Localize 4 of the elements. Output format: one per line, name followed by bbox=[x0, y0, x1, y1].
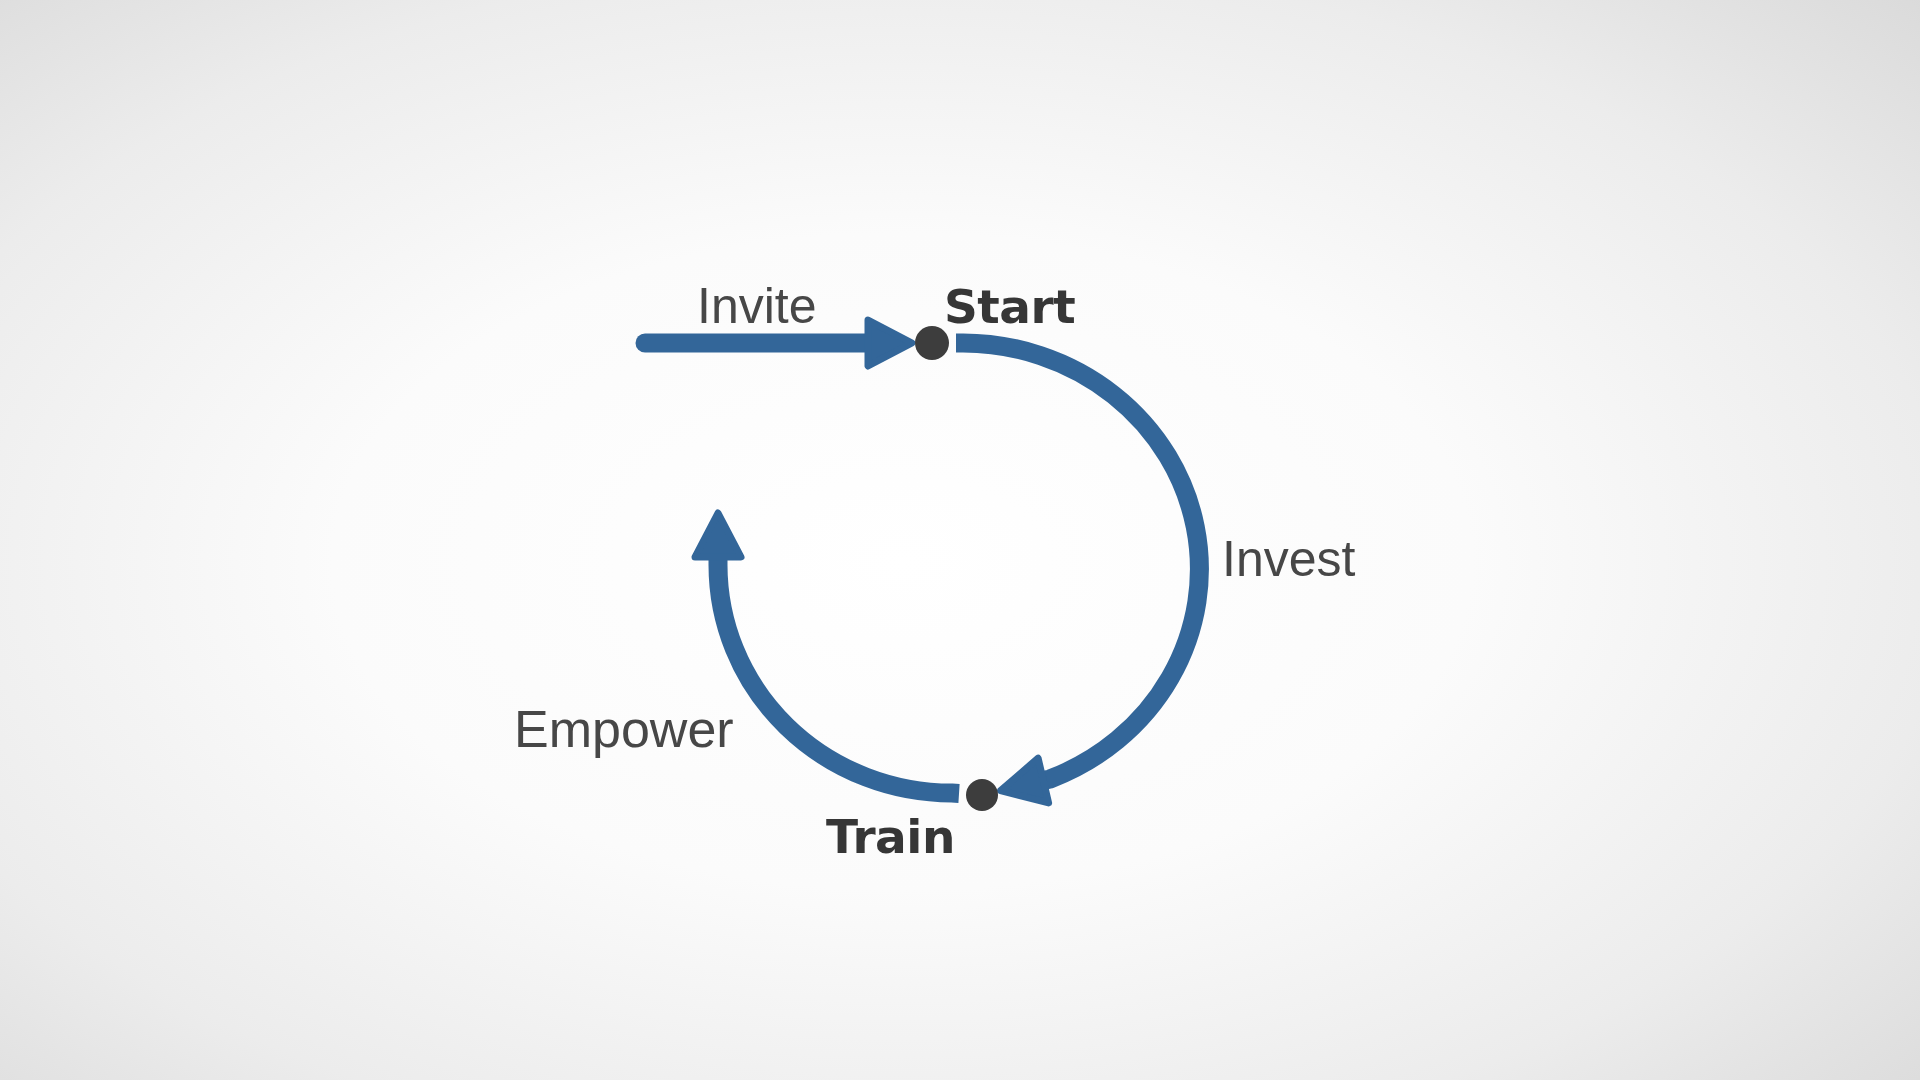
node-label: Start bbox=[944, 283, 1076, 330]
edge-label: Invite bbox=[697, 281, 817, 331]
edge-label: Invest bbox=[1222, 534, 1356, 584]
node-label: Train bbox=[826, 813, 955, 860]
